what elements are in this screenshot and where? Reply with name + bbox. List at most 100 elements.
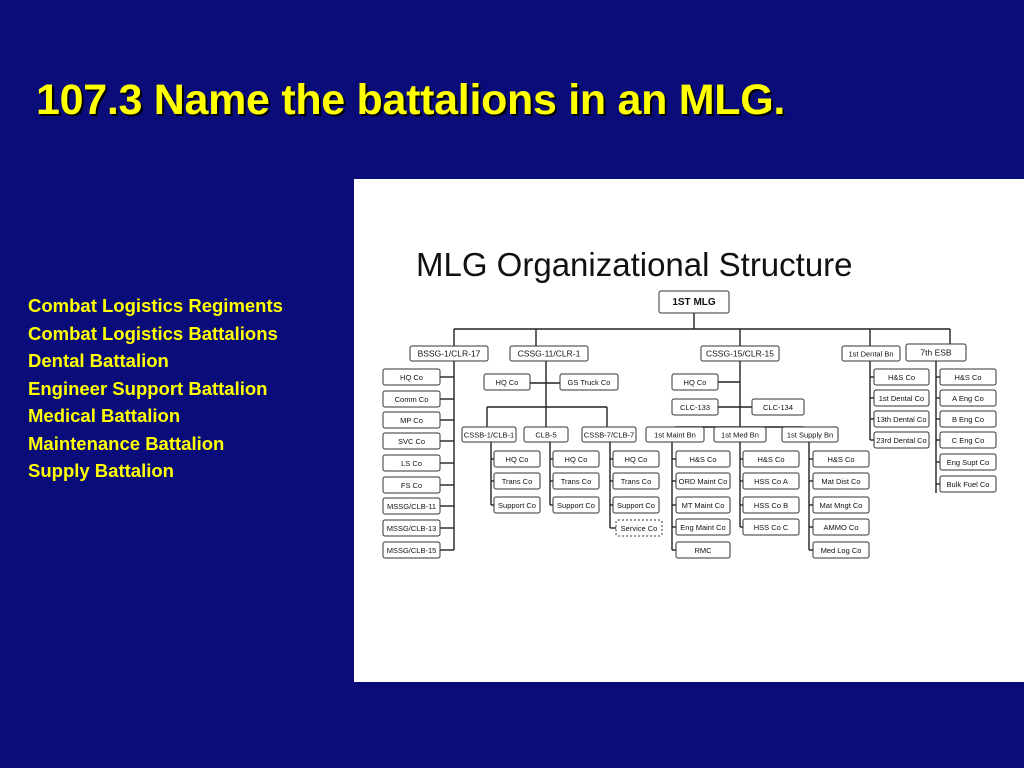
org-node-service-co-label: Service Co — [621, 524, 658, 533]
org-node-cssg15-label: CSSG-15/CLR-15 — [706, 349, 774, 359]
org-node-esb-company-label: H&S Co — [954, 373, 981, 382]
org-node-bssg: BSSG-1/CLR-17 — [409, 345, 489, 362]
org-node-clb-company: Support Co — [552, 496, 600, 514]
org-node-esb-company-label: A Eng Co — [952, 394, 984, 403]
org-node-cssg15: CSSG-15/CLR-15 — [700, 345, 780, 362]
org-node-cssg11: CSSG-11/CLR-1 — [509, 345, 589, 362]
org-node-esb-company: C Eng Co — [939, 431, 997, 449]
org-node-med-company-label: H&S Co — [757, 455, 784, 464]
org-node-supply-company: AMMO Co — [812, 518, 870, 536]
org-node-clc-label: CLC-134 — [763, 403, 793, 412]
org-node-esb-company: Eng Supt Co — [939, 453, 997, 471]
org-node-clb-company: HQ Co — [552, 450, 600, 468]
org-node-dental-company: 23rd Dental Co — [873, 431, 930, 449]
org-node-root: 1ST MLG — [658, 290, 730, 314]
org-node-esb-company: Bulk Fuel Co — [939, 475, 997, 493]
org-node-maint-company-label: H&S Co — [689, 455, 716, 464]
org-node-clb-company: Support Co — [493, 496, 541, 514]
org-node-bssg-company: LS Co — [382, 454, 441, 472]
org-node-bssg-company-label: MSSG/CLB-13 — [387, 524, 437, 533]
org-node-cssg15-bn: 1st Med Bn — [713, 426, 767, 443]
org-node-clb: CSSB-1/CLB-1 — [461, 426, 517, 443]
org-node-maint-company: MT Maint Co — [675, 496, 731, 514]
org-node-bssg-company: MSSG/CLB-13 — [382, 519, 441, 537]
list-item: Supply Battalion — [28, 460, 174, 481]
org-node-clb-company: HQ Co — [493, 450, 541, 468]
org-node-esb-company-label: C Eng Co — [952, 436, 985, 445]
org-node-maint-company-label: MT Maint Co — [682, 501, 725, 510]
org-node-dental-company-label: 13th Dental Co — [876, 415, 926, 424]
org-node-service-co: Service Co — [615, 519, 663, 537]
org-node-supply-company-label: H&S Co — [827, 455, 854, 464]
list-item: Medical Battalion — [28, 405, 181, 426]
org-node-maint-company: H&S Co — [675, 450, 731, 468]
org-node-clb: CSSB-7/CLB-7 — [581, 426, 637, 443]
org-node-clb-company-label: Support Co — [498, 501, 536, 510]
org-node-supply-company: H&S Co — [812, 450, 870, 468]
list-item: Maintenance Battalion — [28, 432, 225, 454]
org-node-cssg15-hq-label: HQ Co — [684, 378, 707, 387]
org-node-esb-company-label: Eng Supt Co — [947, 458, 990, 467]
org-node-med-company: H&S Co — [742, 450, 800, 468]
org-node-bssg-company: HQ Co — [382, 368, 441, 386]
org-node-supply-company: Mat Mngt Co — [812, 496, 870, 514]
org-node-dental-company-label: H&S Co — [888, 373, 915, 382]
org-node-med-company-label: HSS Co C — [754, 523, 789, 532]
org-node-clb-label: CLB-5 — [535, 431, 556, 440]
org-node-clb: CLB-5 — [523, 426, 569, 443]
org-chart-diagram: 1ST MLG BSSG-1/CLR-17 CSSG-11/CLR-1 CSSG-15… — [382, 290, 997, 559]
org-node-clc-label: CLC-133 — [680, 403, 710, 412]
org-node-bssg-company-label: SVC Co — [398, 437, 425, 446]
org-node-clb-company-label: Trans Co — [621, 477, 652, 486]
org-node-maint-company-label: RMC — [694, 546, 712, 555]
org-node-bssg-company-label: MP Co — [400, 416, 423, 425]
org-node-maint-company: ORD Maint Co — [675, 472, 731, 490]
org-node-clb-company: Trans Co — [493, 472, 541, 490]
org-node-clb-company: Trans Co — [612, 472, 660, 490]
org-node-cssg15-bn-label: 1st Maint Bn — [654, 431, 696, 440]
org-node-med-company: HSS Co B — [742, 496, 800, 514]
battalion-list: Combat Logistics Regiments Combat Logist… — [28, 292, 283, 485]
org-node-bssg-company-label: HQ Co — [400, 373, 423, 382]
org-node-clb-company-label: Support Co — [617, 501, 655, 510]
org-node-supply-company-label: Mat Dist Co — [821, 477, 860, 486]
org-node-dental-company-label: 1st Dental Co — [879, 394, 924, 403]
org-node-cssg11-hq-label: HQ Co — [496, 378, 519, 387]
org-node-bssg-company-label: Comm Co — [395, 395, 429, 404]
org-node-cssg11-truck: GS Truck Co — [559, 373, 619, 391]
slide-title: 107.3 Name the battalions in an MLG. — [36, 76, 786, 124]
org-node-bssg-company: SVC Co — [382, 432, 441, 450]
org-node-esb-company: H&S Co — [939, 368, 997, 386]
org-node-bssg-company-label: FS Co — [401, 481, 422, 490]
org-node-bssg-company: MSSG/CLB-15 — [382, 541, 441, 559]
org-node-esb: 7th ESB — [905, 343, 967, 362]
org-node-bssg-company-label: MSSG/CLB-15 — [387, 546, 437, 555]
org-node-cssg11-label: CSSG-11/CLR-1 — [518, 349, 581, 359]
org-node-clb-company: Trans Co — [552, 472, 600, 490]
org-node-cssg15-bn-label: 1st Supply Bn — [787, 431, 833, 440]
org-node-supply-company: Mat Dist Co — [812, 472, 870, 490]
org-node-clc: CLC-133 — [671, 398, 719, 416]
list-item: Combat Logistics Battalions — [28, 322, 278, 344]
list-item: Engineer Support Battalion — [28, 377, 268, 399]
org-node-med-company: HSS Co C — [742, 518, 800, 536]
org-node-esb-label: 7th ESB — [920, 348, 952, 358]
org-node-dental-label: 1st Dental Bn — [848, 350, 893, 359]
org-node-clb-company-label: Trans Co — [502, 477, 533, 486]
org-node-clb-company: Support Co — [612, 496, 660, 514]
org-node-cssg15-bn: 1st Maint Bn — [645, 426, 705, 443]
org-node-dental-company: 1st Dental Co — [873, 389, 930, 407]
org-node-supply-company-label: Mat Mngt Co — [820, 501, 863, 510]
org-node-bssg-company: Comm Co — [382, 390, 441, 408]
org-node-maint-company: Eng Maint Co — [675, 518, 731, 536]
org-node-med-company: HSS Co A — [742, 472, 800, 490]
org-node-dental: 1st Dental Bn — [841, 345, 901, 362]
org-node-esb-company-label: B Eng Co — [952, 415, 984, 424]
org-node-bssg-company: MSSG/CLB-11 — [382, 497, 441, 515]
org-node-clc: CLC-134 — [751, 398, 805, 416]
org-node-supply-company-label: AMMO Co — [823, 523, 858, 532]
org-node-cssg11-truck-label: GS Truck Co — [568, 378, 611, 387]
org-node-bssg-company-label: MSSG/CLB-11 — [387, 502, 436, 511]
org-node-esb-company: B Eng Co — [939, 410, 997, 428]
